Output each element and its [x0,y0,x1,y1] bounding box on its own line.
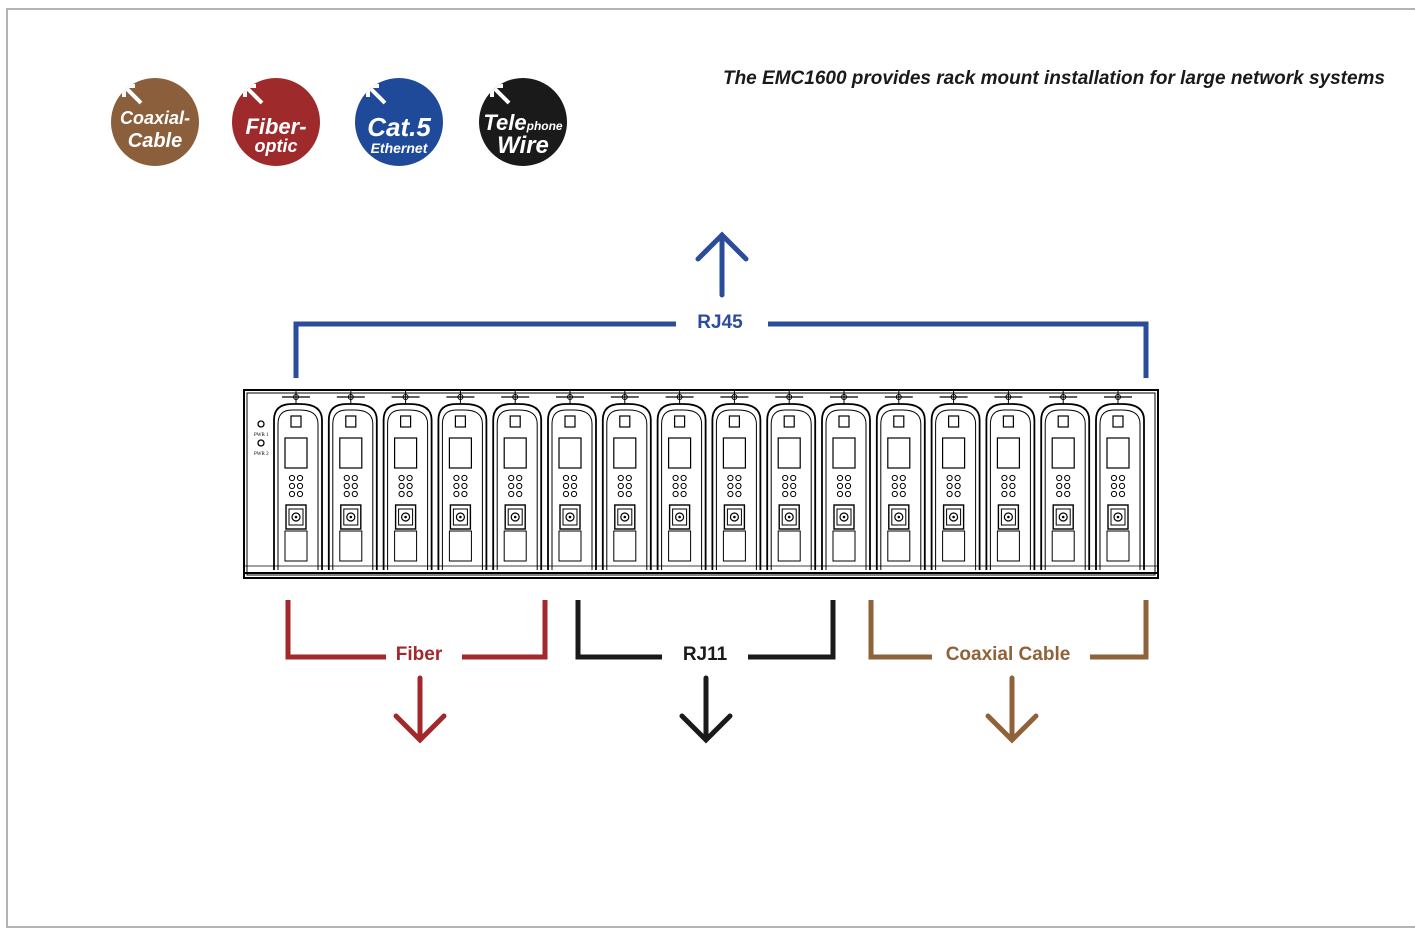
badge-line-2: Wire [497,132,549,159]
pwr2-label: PWR 2 [254,452,269,457]
converter-slot [1040,390,1091,570]
converter-slot [273,390,323,570]
converter-slot [437,390,488,570]
coaxial-cable-label: Coaxial Cable [945,644,1071,665]
converter-slot [327,390,378,570]
fiber-optic-badge: Fiber- optic [232,78,320,166]
cat5-ethernet-badge: Cat.5 Ethernet [355,78,443,166]
rj11-bracket [575,600,836,744]
arrow-up-left-icon [366,84,387,105]
converter-slot [821,390,871,570]
badge-line-1: Coaxial- [119,108,191,128]
converter-slot [656,390,707,570]
rack-chassis: PWR 1 PWR 2 [243,389,1159,579]
badge-line-2: Ethernet [370,140,428,156]
converter-slot [985,390,1036,570]
fiber-bracket [285,600,548,744]
badge-line-1: Telephone [479,110,567,136]
diagram-caption: The EMC1600 provides rack mount installa… [722,68,1385,89]
arrow-up-left-icon [490,84,511,105]
telephone-wire-badge: Telephone Wire [479,78,567,166]
pwr1-label: PWR 1 [254,433,269,438]
converter-slot [1095,390,1145,570]
converter-slot [766,390,817,570]
coax-bracket [868,600,1149,744]
arrow-up-left-icon [243,84,264,105]
converter-slot [601,390,652,570]
coaxial-cable-badge: Coaxial- Cable [111,78,199,166]
arrow-up-left-icon [122,84,143,105]
converter-slot [547,390,597,570]
converter-slot [492,390,543,570]
rj45-bracket [293,231,1149,378]
converter-slot [711,390,762,570]
converter-slot [930,390,981,570]
rj11-label: RJ11 [682,644,728,665]
badge-line-2: optic [254,136,298,156]
fiber-label: Fiber [395,644,443,665]
badge-line-1-main: Tele [483,110,527,135]
badge-line-2: Cable [127,130,183,152]
badge-line-1: Cat.5 [367,112,431,142]
converter-slot [382,390,433,570]
badge-line-1-small: phone [526,119,563,133]
rj45-label: RJ45 [697,312,743,333]
converter-slot [875,390,926,570]
badge-line-1: Fiber- [245,114,307,139]
